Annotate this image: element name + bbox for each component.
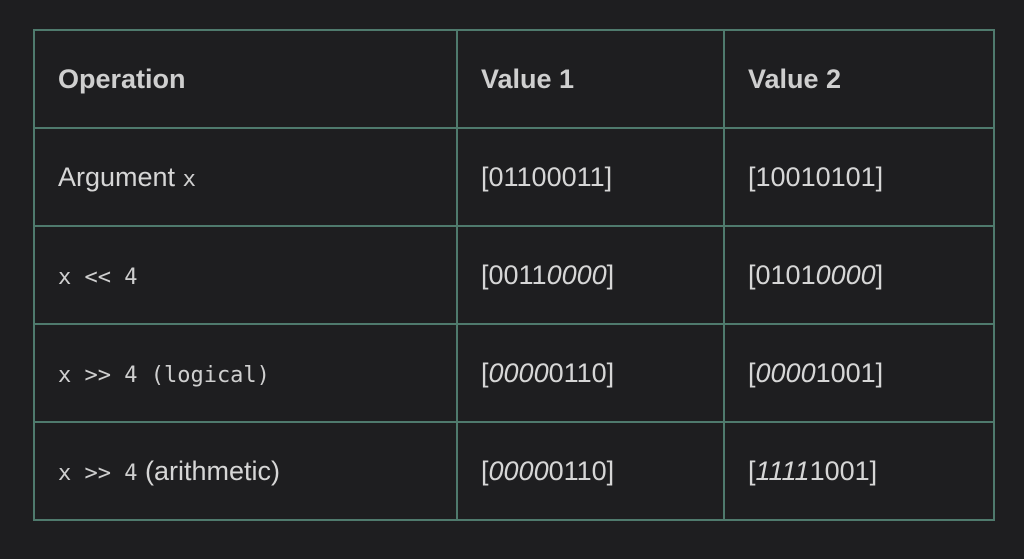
bracket-close: ] [604,161,613,192]
value-1-cell: [00000110] [456,323,725,423]
table-row: Argument x [01100011] [10010101] [33,127,995,227]
bracket-open: [ [481,259,489,290]
value-2-cell: [01010000] [723,225,995,325]
bracket-close: ] [875,161,884,192]
bracket-close: ] [875,357,884,388]
header-value-2: Value 2 [723,29,995,129]
bits-plain: 10010101 [755,161,876,192]
value-2-cell: [00001001] [723,323,995,423]
bits-shifted-in: 0000 [815,259,876,290]
operation-cell: x >> 4 (logical) [33,323,458,423]
value-1-cell: [00000110] [456,421,725,521]
value-2-cell: [11111001] [723,421,995,521]
operation-cell: x << 4 [33,225,458,325]
operation-cell: Argument x [33,127,458,227]
bit-shift-table-container: Operation Value 1 Value 2 Argument x [01… [33,29,995,521]
operation-cell: x >> 4 (arithmetic) [33,421,458,521]
bits-plain: 1001 [815,357,876,388]
bracket-open: [ [481,357,489,388]
table-row: x >> 4 (arithmetic) [00000110] [11111001… [33,421,995,521]
bracket-open: [ [748,455,756,486]
value-2-cell: [10010101] [723,127,995,227]
bits-plain: 1001 [809,455,870,486]
operation-code: x >> 4 (logical) [58,362,270,388]
operation-code: x << 4 [58,264,138,290]
operation-code: x >> 4 [58,460,138,486]
bits-shifted-in: 0000 [488,455,549,486]
bracket-open: [ [481,455,489,486]
table-row: x >> 4 (logical) [00000110] [00001001] [33,323,995,423]
bits-shifted-in: 1111 [755,455,810,486]
operation-code: x [182,166,196,192]
bits-plain: 0110 [548,357,607,388]
operation-label: Argument [58,161,176,192]
bits-plain: 01100011 [488,161,605,192]
bracket-open: [ [748,357,756,388]
bracket-open: [ [748,259,756,290]
table-row: x << 4 [00110000] [01010000] [33,225,995,325]
bracket-open: [ [748,161,756,192]
bracket-close: ] [869,455,878,486]
bracket-close: ] [606,455,615,486]
bits-plain: 0101 [755,259,816,290]
bits-shifted-in: 0000 [755,357,816,388]
operation-suffix: (arithmetic) [145,455,281,486]
bracket-close: ] [875,259,884,290]
bits-plain: 0011 [488,259,547,290]
bracket-close: ] [606,357,615,388]
header-value-1: Value 1 [456,29,725,129]
value-1-cell: [01100011] [456,127,725,227]
bits-shifted-in: 0000 [488,357,549,388]
table-header-row: Operation Value 1 Value 2 [33,29,995,129]
bits-shifted-in: 0000 [546,259,607,290]
bracket-open: [ [481,161,489,192]
header-operation: Operation [33,29,458,129]
bits-plain: 0110 [548,455,607,486]
value-1-cell: [00110000] [456,225,725,325]
bit-shift-table: Operation Value 1 Value 2 Argument x [01… [33,29,995,521]
bracket-close: ] [606,259,615,290]
